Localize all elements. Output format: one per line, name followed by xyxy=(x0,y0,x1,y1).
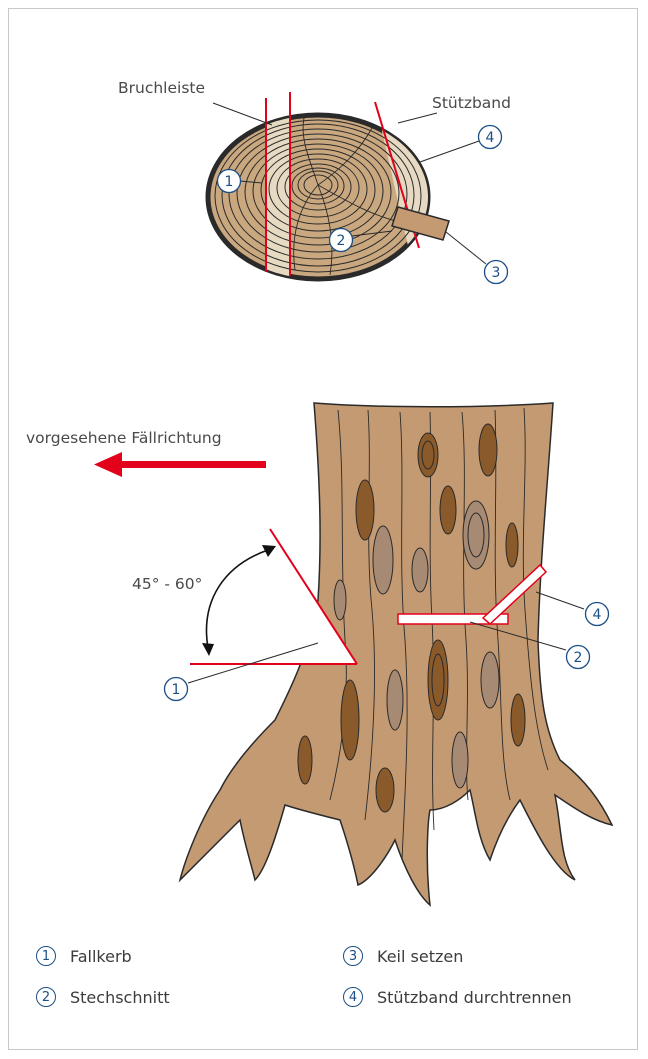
marker-top-3-num: 3 xyxy=(492,265,501,281)
label-angle: 45° - 60° xyxy=(132,575,202,593)
label-bruchleiste: Bruchleiste xyxy=(118,79,205,97)
legend-marker-4: 4 xyxy=(343,987,363,1007)
leader-top-3 xyxy=(446,232,486,264)
leader-bruchleiste xyxy=(213,103,272,125)
marker-top-1-num: 1 xyxy=(225,174,234,190)
marker-top-2-num: 2 xyxy=(337,233,346,249)
direction-arrow xyxy=(94,452,266,477)
legend-text-2: Stechschnitt xyxy=(70,988,170,1007)
marker-bottom-4-num: 4 xyxy=(593,607,602,623)
marker-bottom-2-num: 2 xyxy=(574,650,583,666)
legend-item-4: 4 Stützband durchtrennen xyxy=(343,987,572,1007)
legend-text-1: Fallkerb xyxy=(70,947,132,966)
legend-text-4: Stützband durchtrennen xyxy=(377,988,572,1007)
legend-item-2: 2 Stechschnitt xyxy=(36,987,170,1007)
legend-marker-2: 2 xyxy=(36,987,56,1007)
marker-top-4-num: 4 xyxy=(486,130,495,146)
stump-cross-section xyxy=(208,92,449,290)
leader-top-4 xyxy=(420,141,479,162)
legend-marker-1: 1 xyxy=(36,946,56,966)
legend-item-3: 3 Keil setzen xyxy=(343,946,463,966)
leader-bottom-4 xyxy=(536,592,584,609)
legend-marker-3: 3 xyxy=(343,946,363,966)
marker-bottom-1-num: 1 xyxy=(172,682,181,698)
leader-stuetzband xyxy=(398,113,437,123)
legend-item-1: 1 Fallkerb xyxy=(36,946,132,966)
label-direction: vorgesehene Fällrichtung xyxy=(26,429,222,447)
legend-text-3: Keil setzen xyxy=(377,947,463,966)
label-stuetzband: Stützband xyxy=(432,94,511,112)
